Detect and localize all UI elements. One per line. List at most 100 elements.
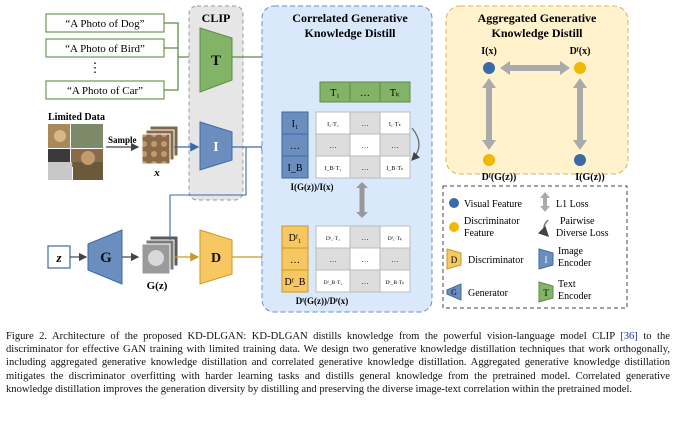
legend-text-encoder-1: Text bbox=[558, 279, 576, 290]
m1-cell: I_B·T₁ bbox=[325, 166, 342, 172]
legend-image-encoder-1: Image bbox=[558, 246, 584, 257]
limited-data-label: Limited Data bbox=[48, 112, 105, 123]
D-letter: D bbox=[211, 251, 221, 266]
correlated-title-2: Knowledge Distill bbox=[304, 26, 396, 40]
m1-cell: I₁·Tₖ bbox=[389, 122, 402, 128]
agg-ix: I(x) bbox=[481, 46, 497, 57]
text-feature-mid: … bbox=[360, 88, 370, 99]
T-letter: T bbox=[211, 53, 221, 69]
architecture-figure: “A Photo of Dog” “A Photo of Bird” ⋮ “A … bbox=[45, 5, 629, 313]
figure-caption: Figure 2. Architecture of the proposed K… bbox=[6, 330, 670, 396]
agg-node-dfx bbox=[574, 62, 586, 74]
legend-discriminator: Discriminator bbox=[468, 255, 524, 266]
discriminator-feature-column: Dᶠ₁ … Dᶠ_B bbox=[281, 225, 309, 293]
generator-icon bbox=[446, 283, 462, 301]
m2-cell: Dᶠ₁·T₁ bbox=[326, 236, 340, 242]
disc-feature-1: Dᶠ₁ bbox=[289, 233, 302, 244]
legend-pairwise-1: Pairwise bbox=[560, 216, 595, 227]
sample-label: Sample bbox=[108, 135, 137, 145]
m1-cell: … bbox=[362, 164, 369, 172]
caption-number: Figure 2. bbox=[6, 331, 48, 342]
agg-dfx: Dᶠ(x) bbox=[570, 46, 591, 57]
m1-cell: I₁·T₁ bbox=[327, 122, 339, 128]
disc-feature-mid: … bbox=[290, 255, 300, 266]
prompt-list: “A Photo of Dog” “A Photo of Bird” ⋮ “A … bbox=[45, 13, 198, 100]
disc-feature-caption: Dᶠ(G(z))/Dᶠ(x) bbox=[296, 296, 349, 306]
m2-cell: … bbox=[362, 234, 369, 242]
z-label: z bbox=[55, 250, 62, 265]
agg-node-dfgz bbox=[483, 154, 495, 166]
prompt-bird: “A Photo of Bird” bbox=[65, 43, 145, 55]
image-feature-caption: I(G(z))/I(x) bbox=[291, 182, 334, 192]
legend-pairwise-2: Diverse Loss bbox=[556, 228, 609, 239]
image-feature-mid: … bbox=[290, 141, 300, 152]
correlated-title: Correlated Generative bbox=[292, 11, 408, 25]
legend-text-encoder-2: Encoder bbox=[558, 291, 592, 302]
correlation-matrix-image: I₁·T₁ … I₁·Tₖ … … … I_B·T₁ … I_B·Tₖ bbox=[315, 111, 411, 179]
m1-cell: … bbox=[392, 142, 399, 150]
aggregated-title-2: Knowledge Distill bbox=[491, 26, 583, 40]
legend-D-glyph: D bbox=[451, 255, 458, 265]
text-feature-k: Tₖ bbox=[390, 88, 400, 99]
m2-cell: … bbox=[330, 256, 337, 264]
disc-feature-B: Dᶠ_B bbox=[285, 277, 306, 288]
agg-igz: I(G(z)) bbox=[575, 172, 604, 183]
l1-loss-icon bbox=[540, 192, 550, 212]
legend-l1-loss: L1 Loss bbox=[556, 199, 589, 210]
m1-cell: … bbox=[362, 142, 369, 150]
caption-text-2: to the discriminator for effective GAN t… bbox=[6, 331, 670, 395]
legend-visual-feature: Visual Feature bbox=[464, 199, 523, 210]
generator-G bbox=[87, 229, 123, 285]
caption-text: Architecture of the proposed KD-DLGAN: K… bbox=[52, 331, 615, 342]
m2-cell: Dᶠ_B·Tₖ bbox=[385, 280, 405, 286]
legend-I-glyph: I bbox=[545, 255, 548, 265]
m2-cell: Dᶠ_B·T₁ bbox=[324, 280, 343, 286]
legend-T-glyph: T bbox=[543, 288, 549, 298]
text-encoder-T bbox=[199, 27, 233, 93]
legend-G-glyph: G bbox=[451, 288, 457, 297]
limited-data-images bbox=[48, 124, 103, 180]
agg-dfgz: Dᶠ(G(z)) bbox=[482, 172, 517, 183]
discriminator-feature-icon bbox=[449, 222, 459, 232]
text-feature-1: T₁ bbox=[330, 88, 340, 99]
gz-label: G(z) bbox=[147, 280, 168, 292]
text-feature-row: T₁ … Tₖ bbox=[319, 81, 411, 103]
prompt-dog: “A Photo of Dog” bbox=[65, 18, 144, 30]
discriminator-icon bbox=[446, 248, 462, 270]
agg-arrows bbox=[482, 61, 587, 150]
image-encoder-I bbox=[199, 121, 233, 171]
m2-cell: … bbox=[362, 278, 369, 286]
agg-node-ix bbox=[483, 62, 495, 74]
text-encoder-icon bbox=[538, 281, 554, 303]
m2-cell: … bbox=[392, 256, 399, 264]
legend-image-encoder-2: Encoder bbox=[558, 258, 592, 269]
legend-disc-feature-2: Feature bbox=[464, 228, 495, 239]
I-letter: I bbox=[213, 140, 218, 155]
m1-cell: I_B·Tₖ bbox=[386, 166, 404, 172]
visual-feature-icon bbox=[449, 198, 459, 208]
image-encoder-icon bbox=[538, 248, 554, 270]
agg-node-igz bbox=[574, 154, 586, 166]
sampled-images-x bbox=[141, 125, 179, 165]
image-feature-B: I_B bbox=[288, 163, 303, 174]
prompt-car: “A Photo of Car” bbox=[67, 85, 143, 97]
prompt-ellipsis: ⋮ bbox=[89, 60, 102, 75]
correlation-matrix-disc: Dᶠ₁·T₁ … Dᶠ₁·Tₖ … … … Dᶠ_B·T₁ … Dᶠ_B·Tₖ bbox=[315, 225, 411, 293]
legend-generator: Generator bbox=[468, 288, 509, 299]
caption-citation[interactable]: [36] bbox=[620, 331, 638, 342]
clip-label: CLIP bbox=[202, 11, 231, 25]
legend-box bbox=[442, 185, 628, 309]
pairwise-loss-icon bbox=[537, 219, 550, 238]
image-feature-column: I₁ … I_B bbox=[281, 111, 309, 179]
G-letter: G bbox=[100, 250, 112, 266]
m2-cell: … bbox=[362, 256, 369, 264]
m2-cell: Dᶠ₁·Tₖ bbox=[388, 236, 403, 242]
x-label: x bbox=[153, 167, 160, 179]
m1-cell: … bbox=[330, 142, 337, 150]
generated-images bbox=[141, 235, 179, 275]
legend-disc-feature-1: Discriminator bbox=[464, 216, 520, 227]
discriminator-D bbox=[199, 229, 233, 285]
m1-cell: … bbox=[362, 120, 369, 128]
image-feature-1: I₁ bbox=[292, 119, 299, 130]
aggregated-title: Aggregated Generative bbox=[478, 11, 597, 25]
